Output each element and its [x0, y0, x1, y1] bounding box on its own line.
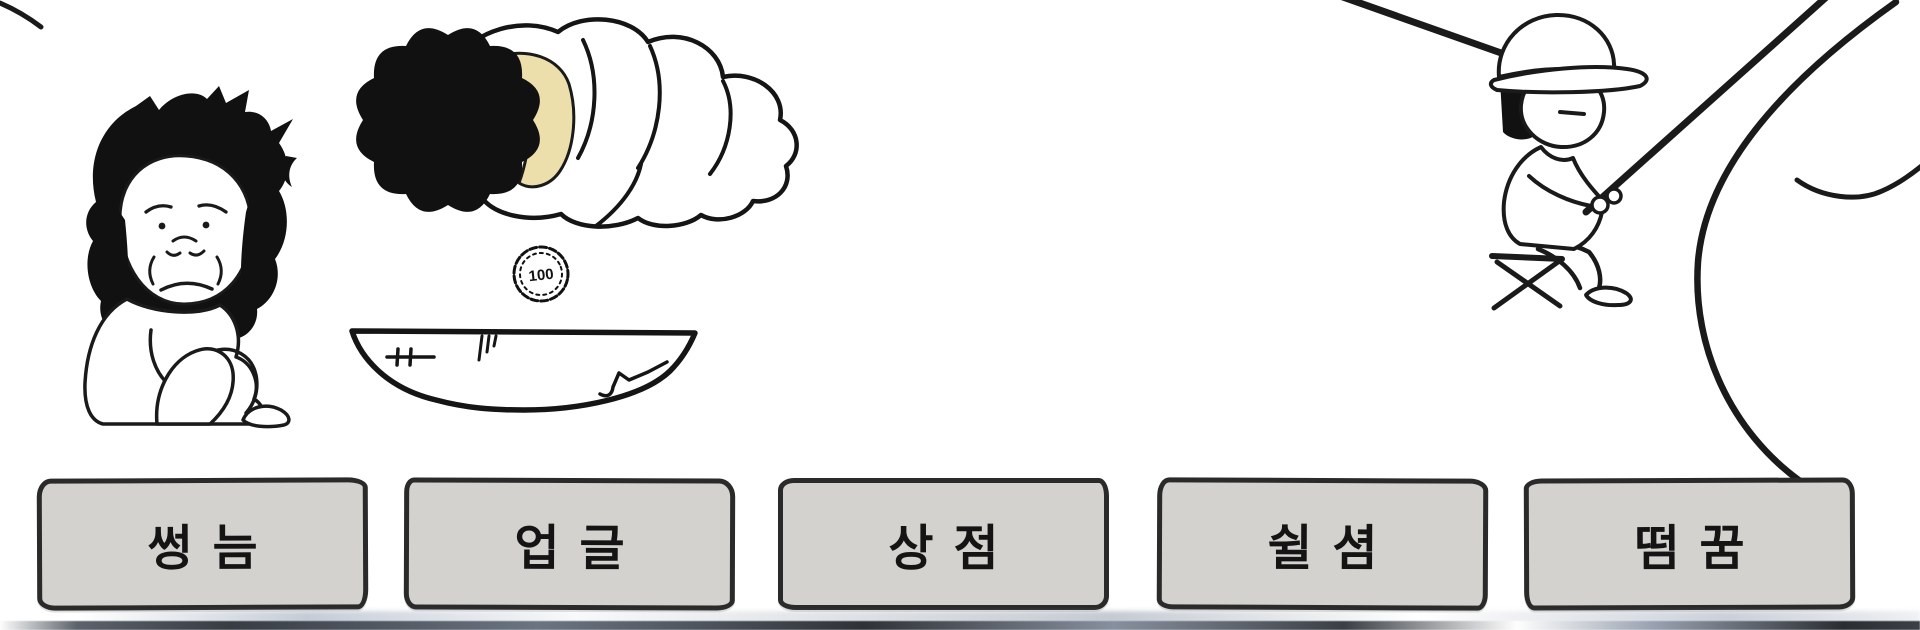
leg [212, 347, 259, 415]
sleeping-person-icon [281, 17, 799, 229]
cap-brim [1488, 65, 1649, 95]
menu-button-1-label: 썽늠 [147, 521, 278, 576]
bowl-mark [485, 334, 491, 354]
bottom-menu: 썽늠 업글 상점 쉴셤 떰꿈 [0, 477, 1920, 612]
menu-button-5[interactable]: 떰꿈 [1523, 477, 1856, 611]
fishing-rod [1582, 0, 1829, 216]
bowl-mark [492, 334, 498, 348]
corner-stroke [0, 0, 44, 30]
shoe [1584, 285, 1633, 308]
bowl-mark [408, 347, 413, 367]
menu-button-4-label: 쉴셤 [1267, 521, 1398, 576]
stool-seat [1489, 253, 1565, 262]
water-curve [1794, 164, 1920, 200]
knee [154, 347, 235, 426]
fisherman-icon [1340, 0, 1920, 485]
coin-value: 100 [528, 266, 555, 286]
sad-sitting-character-icon [83, 86, 293, 429]
bowl-crack [598, 360, 669, 398]
hand [1605, 187, 1623, 205]
leg [1535, 246, 1583, 291]
eye [158, 222, 166, 230]
hair-strand [240, 192, 258, 303]
coin-rim [512, 245, 570, 303]
shop-button[interactable]: 상점 [778, 478, 1109, 610]
wrinkle [215, 255, 223, 286]
upgrade-button-label: 업글 [514, 521, 645, 576]
coin-inner-rim [519, 252, 563, 296]
eyebrow [197, 203, 228, 214]
blanket-fold [576, 38, 597, 160]
menu-button-5-label: 떰꿈 [1634, 521, 1765, 576]
hand [1590, 195, 1610, 215]
fishing-line-curve [1694, 0, 1900, 485]
bowl-mark [395, 347, 400, 367]
frown-mouth [159, 281, 214, 292]
stool-leg [1491, 259, 1561, 311]
blanket-fold [708, 79, 733, 176]
hair-strand [108, 202, 129, 307]
ground-strip [0, 621, 1920, 630]
menu-button-4[interactable]: 쉴셤 [1156, 477, 1489, 611]
back-line [1340, 0, 1508, 58]
coin-100-icon[interactable]: 100 [509, 242, 573, 306]
arm [1527, 174, 1593, 208]
blanket-fold [594, 162, 643, 228]
shop-button-label: 상점 [888, 521, 1019, 576]
begging-bowl-icon [349, 328, 698, 413]
ground-haze [0, 611, 1920, 624]
sleeper-hair [356, 28, 540, 212]
wrinkle [148, 255, 156, 286]
eye [202, 221, 210, 229]
foot [241, 404, 291, 429]
upgrade-button[interactable]: 업글 [403, 477, 736, 611]
blanket-fold [636, 44, 662, 170]
nose [171, 235, 198, 243]
bowl-mark [477, 334, 484, 362]
eyebrow [144, 204, 173, 214]
nostril [188, 249, 206, 257]
menu-button-1[interactable]: 썽늠 [36, 477, 369, 611]
eye-dash [1558, 110, 1586, 116]
bowl-body [349, 328, 698, 413]
nostril [165, 250, 182, 257]
torso [1501, 145, 1607, 251]
